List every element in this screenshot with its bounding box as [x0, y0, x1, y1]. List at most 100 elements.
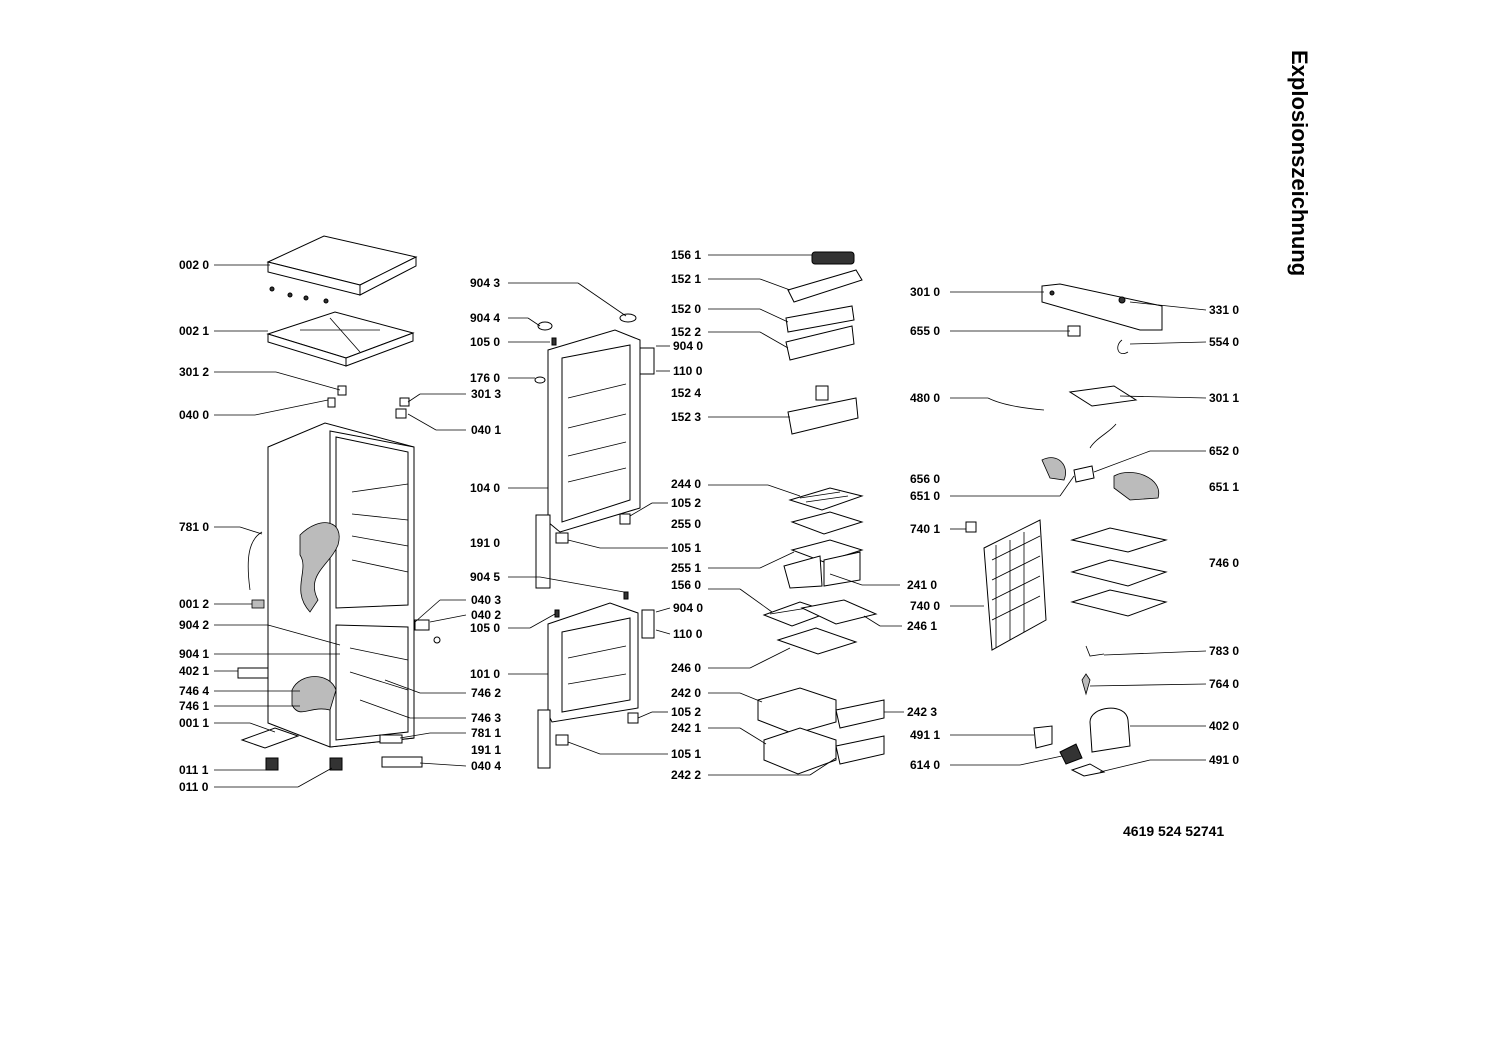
part-label-301-0: 301 0: [910, 285, 941, 299]
part-label-101-0: 101 0: [470, 667, 501, 681]
top-cover-part: [266, 235, 418, 296]
part-label-156-1: 156 1: [671, 248, 702, 262]
part-label-301-2: 301 2: [179, 365, 210, 379]
part-label-904-2: 904 2: [179, 618, 210, 632]
part-label-001-1: 001 1: [179, 716, 210, 730]
part-label-152-1: 152 1: [671, 272, 702, 286]
part-label-301-1: 301 1: [1209, 391, 1240, 405]
part-label-255-0: 255 0: [671, 517, 702, 531]
part-label-904-0-upper: 904 0: [673, 339, 704, 353]
part-label-904-3: 904 3: [470, 276, 501, 290]
part-label-105-2-upper: 105 2: [671, 496, 702, 510]
part-label-781-0: 781 0: [179, 520, 210, 534]
part-label-040-3: 040 3: [471, 593, 502, 607]
upper-door: [534, 313, 655, 589]
control-panel: [1041, 283, 1163, 407]
part-label-255-1: 255 1: [671, 561, 702, 575]
wiring-and-thermostat: [987, 397, 1160, 501]
part-label-764-0: 764 0: [1209, 677, 1240, 691]
part-label-156-0: 156 0: [671, 578, 702, 592]
part-label-301-3: 301 3: [471, 387, 502, 401]
part-label-614-0: 614 0: [910, 758, 941, 772]
small-parts-left: [237, 385, 441, 771]
part-label-040-0: 040 0: [179, 408, 210, 422]
document-number: 4619 524 52741: [1123, 823, 1225, 839]
part-label-246-1: 246 1: [907, 619, 938, 633]
leader-lines-middle: [708, 254, 904, 776]
part-label-781-1: 781 1: [471, 726, 502, 740]
part-label-191-0: 191 0: [470, 536, 501, 550]
part-label-746-2: 746 2: [471, 686, 502, 700]
wire-shelves: [1070, 527, 1168, 617]
cabinet-body: [267, 422, 415, 748]
part-label-191-1: 191 1: [471, 743, 502, 757]
part-label-746-0: 746 0: [1209, 556, 1240, 570]
part-label-110-0-lower: 110 0: [673, 627, 703, 641]
part-label-001-2: 001 2: [179, 597, 210, 611]
part-label-746-3: 746 3: [471, 711, 502, 725]
part-label-651-0: 651 0: [910, 489, 941, 503]
part-label-105-0-lower: 105 0: [470, 621, 501, 635]
part-label-152-0: 152 0: [671, 302, 702, 316]
crisper-drawers: [757, 687, 885, 775]
part-label-491-0: 491 0: [1209, 753, 1240, 767]
part-label-783-0: 783 0: [1209, 644, 1240, 658]
leader-lines-left: [214, 264, 467, 788]
part-label-002-1: 002 1: [179, 324, 210, 338]
part-label-904-5: 904 5: [470, 570, 501, 584]
part-label-656-0: 656 0: [910, 472, 941, 486]
part-label-740-0: 740 0: [910, 599, 941, 613]
part-label-904-0-lower: 904 0: [673, 601, 704, 615]
part-label-011-0: 011 0: [179, 780, 209, 794]
part-label-104-0: 104 0: [470, 481, 501, 495]
part-label-740-1: 740 1: [910, 522, 941, 536]
part-label-746-4: 746 4: [179, 684, 210, 698]
part-label-402-0: 402 0: [1209, 719, 1240, 733]
part-label-105-2-lower: 105 2: [671, 705, 702, 719]
screws-top: [269, 286, 329, 304]
part-label-040-2: 040 2: [471, 608, 502, 622]
part-label-655-0: 655 0: [910, 324, 941, 338]
part-label-554-0: 554 0: [1209, 335, 1240, 349]
part-label-040-4: 040 4: [471, 759, 502, 773]
lower-door: [537, 591, 655, 769]
part-label-105-1-upper: 105 1: [671, 541, 702, 555]
part-label-242-1: 242 1: [671, 721, 702, 735]
part-label-652-0: 652 0: [1209, 444, 1240, 458]
part-label-491-1: 491 1: [910, 728, 941, 742]
part-label-105-0-upper: 105 0: [470, 335, 501, 349]
part-label-402-1: 402 1: [179, 664, 210, 678]
part-label-152-3: 152 3: [671, 410, 702, 424]
part-label-040-1: 040 1: [471, 423, 502, 437]
leader-lines-doors: [508, 282, 671, 755]
part-label-242-2: 242 2: [671, 768, 702, 782]
part-label-904-4: 904 4: [470, 311, 501, 325]
glass-shelves: [762, 487, 878, 655]
part-label-011-1: 011 1: [179, 763, 209, 777]
part-label-241-0: 241 0: [907, 578, 938, 592]
part-label-176-0: 176 0: [470, 371, 501, 385]
part-label-246-0: 246 0: [671, 661, 702, 675]
part-label-331-0: 331 0: [1209, 303, 1240, 317]
part-label-002-0: 002 0: [179, 258, 210, 272]
part-label-242-0: 242 0: [671, 686, 702, 700]
part-label-242-3: 242 3: [907, 705, 938, 719]
part-label-480-0: 480 0: [910, 391, 941, 405]
door-shelves: [785, 251, 863, 435]
condenser-tube-left: [247, 531, 263, 591]
evaporator: [965, 519, 1047, 651]
leader-lines-right: [950, 291, 1207, 773]
part-label-244-0: 244 0: [671, 477, 702, 491]
part-label-110-0-upper: 110 0: [673, 364, 703, 378]
part-label-904-1: 904 1: [179, 647, 210, 661]
compressor-parts: [1033, 645, 1131, 777]
part-label-152-2: 152 2: [671, 325, 702, 339]
part-label-746-1: 746 1: [179, 699, 210, 713]
drawing-title: Explosionszeichnung: [1287, 50, 1312, 277]
top-frame-part: [266, 311, 415, 367]
part-label-152-4: 152 4: [671, 386, 702, 400]
part-label-105-1-lower: 105 1: [671, 747, 702, 761]
part-label-651-1: 651 1: [1209, 480, 1240, 494]
